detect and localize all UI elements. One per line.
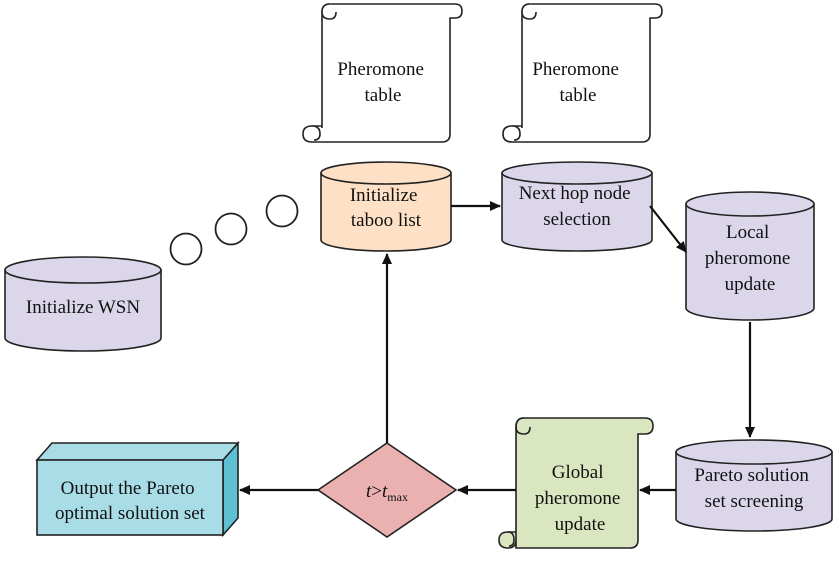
initialize-taboo-node: Initialize taboo list [320,161,452,252]
pareto-screening-line-1: Pareto solution [694,465,809,486]
next-hop-line-1: Next hop node [519,183,631,204]
output-line-2: optimal solution set [55,503,206,524]
local-update-node: Local pheromone update [685,191,815,321]
global-update-line-1: Global [552,462,604,483]
initialize-wsn-label: Initialize WSN [26,297,140,318]
pheromone-table-2-line-1: Pheromone [532,59,619,80]
pheromone-table-2-line-2: table [560,85,597,106]
output-label: Output the Pareto optimal solution set [55,478,206,524]
edge-nexthop-to-local [649,205,687,253]
global-update-line-3: update [555,514,606,535]
ellipsis-circle-3 [265,194,299,228]
output-node: Output the Pareto optimal solution set [35,440,240,538]
local-update-line-1: Local [726,222,769,243]
local-update-label: Local pheromone update [705,222,795,295]
condition-node: t>tmax [316,442,458,538]
pheromone-table-1-node: Pheromone table [302,3,463,143]
global-update-label: Global pheromone update [535,462,625,535]
condition-label: t>tmax [366,481,408,504]
pheromone-table-1-line-1: Pheromone [337,59,424,80]
ellipsis-circle-2 [214,212,248,246]
pareto-screening-line-2: set screening [705,491,804,512]
initialize-taboo-label: Initialize taboo list [350,185,422,231]
next-hop-label: Next hop node selection [519,183,636,230]
pheromone-table-2-node: Pheromone table [502,3,663,143]
local-update-line-3: update [725,274,776,295]
pareto-screening-node: Pareto solution set screening [675,439,833,532]
next-hop-node: Next hop node selection [501,161,653,252]
local-update-line-2: pheromone [705,248,790,269]
initialize-taboo-line-1: Initialize [350,185,418,206]
initialize-wsn-node: Initialize WSN [4,256,162,352]
ellipsis-circles [169,194,299,266]
global-update-line-2: pheromone [535,488,620,509]
initialize-taboo-line-2: taboo list [351,210,422,231]
global-update-node: Global pheromone update [498,417,654,549]
pareto-screening-label: Pareto solution set screening [694,465,813,512]
ellipsis-circle-1 [169,232,203,266]
pheromone-table-1-line-2: table [365,85,402,106]
edges [239,201,755,495]
next-hop-line-2: selection [543,209,611,230]
pheromone-table-2-label: Pheromone table [532,59,623,106]
pheromone-table-1-label: Pheromone table [337,59,428,106]
output-line-1: Output the Pareto [61,478,195,499]
